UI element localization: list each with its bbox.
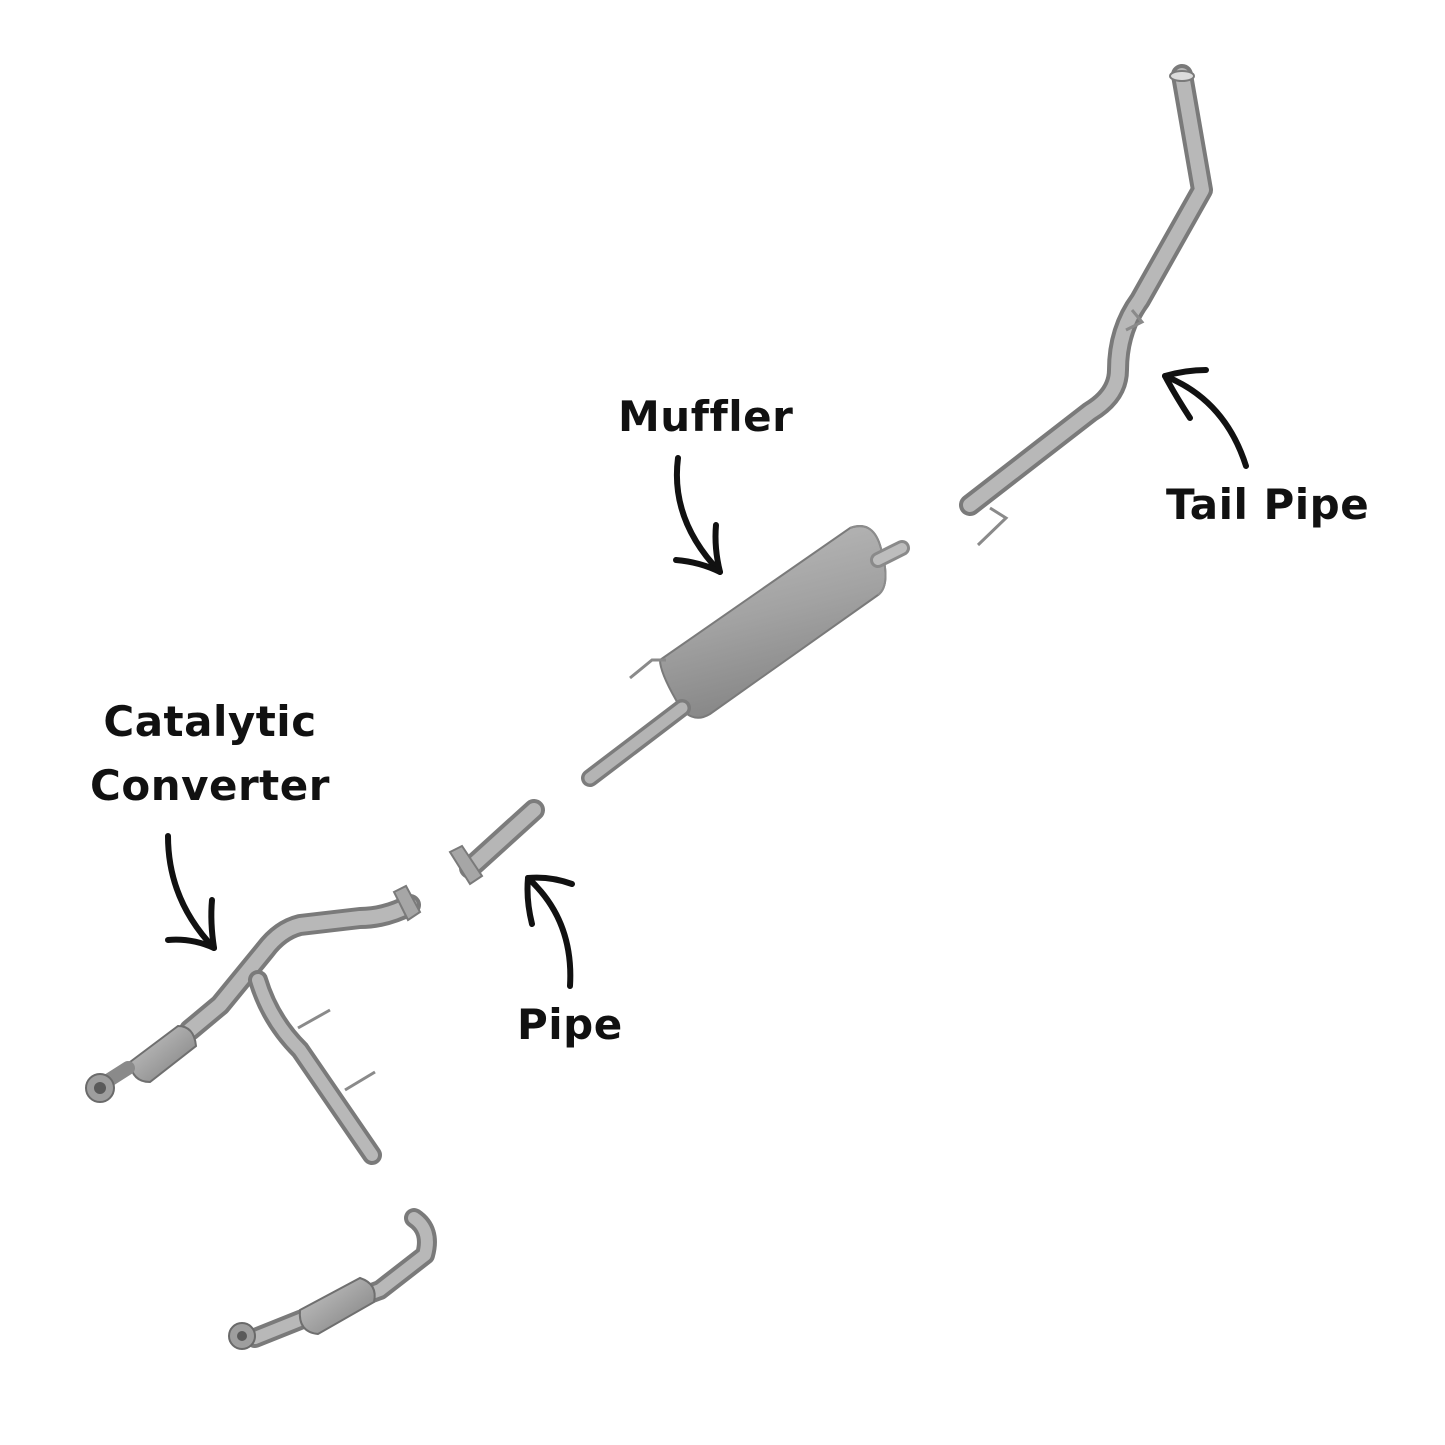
pipe-arrow [524,874,575,989]
catalytic-converter-label-line2: Converter [90,761,330,810]
catalytic-converter-label: Catalytic Converter [80,690,340,818]
catalytic-converter-label-line1: Catalytic [103,697,317,746]
muffler-label: Muffler [618,392,794,441]
muffler-arrow [673,455,723,575]
tail-pipe-arrow [1162,367,1249,469]
pipe-label: Pipe [517,1000,623,1049]
lower-catalytic-section [228,1208,437,1350]
catalytic-converter-part [85,884,422,1165]
catalytic-converter-arrow [165,833,217,951]
muffler-part [581,525,910,787]
tail-pipe-label: Tail Pipe [1166,480,1370,529]
pipe-part [448,799,545,886]
tail-pipe-part [959,64,1213,547]
